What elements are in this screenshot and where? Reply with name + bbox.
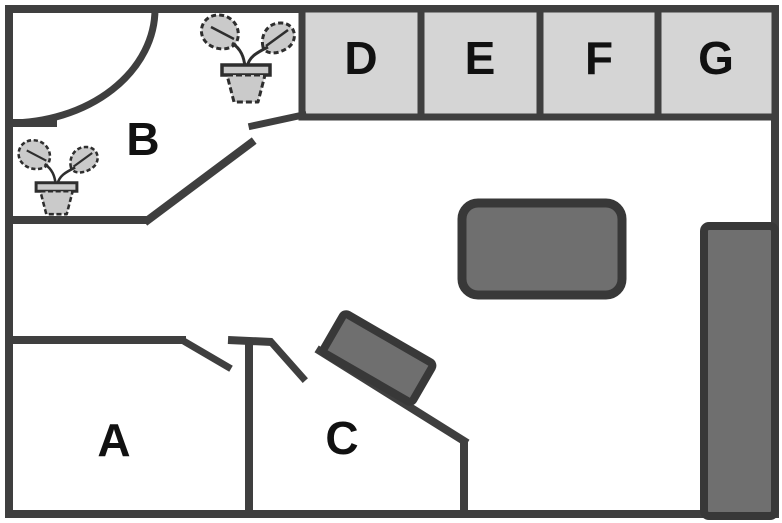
room-e-area [417, 5, 544, 121]
room-label-a: A [97, 414, 131, 466]
room-d-area [298, 5, 425, 121]
room-g-area [654, 5, 779, 121]
rounded-table [457, 198, 627, 300]
potted-plant-icon [199, 13, 297, 104]
room-label-g: G [698, 32, 734, 84]
room-band-top [298, 5, 779, 121]
wall-b-short [247, 110, 308, 131]
wall-b-diagonal [142, 137, 257, 226]
angled-desk [319, 310, 437, 406]
door-leaf-c [267, 338, 308, 383]
door-leaf-a [182, 338, 233, 372]
door-arc [8, 8, 159, 127]
room-label-e: E [464, 32, 496, 84]
potted-plant-icon [17, 138, 100, 216]
tall-cabinet [700, 222, 779, 520]
room-label-d: D [344, 32, 378, 84]
furniture [319, 198, 779, 520]
room-label-b: B [126, 113, 160, 165]
room-label-c: C [325, 412, 359, 464]
room-label-f: F [584, 32, 614, 84]
